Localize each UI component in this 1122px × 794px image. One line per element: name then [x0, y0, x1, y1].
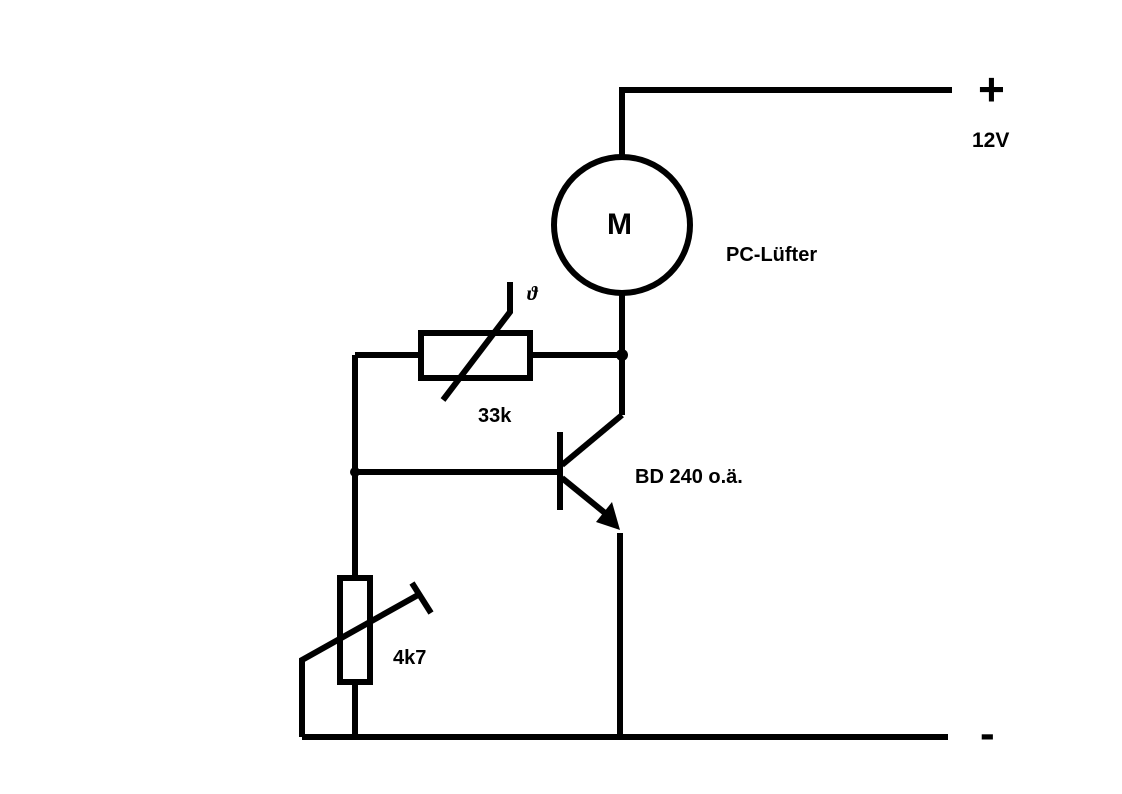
potentiometer-value-label: 4k7: [393, 647, 427, 669]
emitter-arrowhead: [596, 502, 620, 530]
junction-dot: [616, 349, 628, 361]
transistor-collector: [560, 412, 624, 468]
transistor-emitter: [560, 475, 607, 516]
plus-terminal-label: +: [978, 63, 1005, 115]
potentiometer-wiper-end: [409, 581, 434, 615]
thermistor-arrow: [440, 282, 513, 402]
motor-symbol-label: M: [607, 208, 632, 241]
motor-name-label: PC-Lüfter: [726, 244, 818, 266]
junction-dot: [350, 467, 360, 477]
thermistor-value-label: 33k: [478, 405, 512, 427]
minus-terminal-label: -: [980, 709, 995, 758]
transistor-name-label: BD 240 o.ä.: [635, 466, 743, 488]
potentiometer-wiper: [299, 592, 420, 737]
supply-voltage-label: 12V: [972, 129, 1010, 152]
thermistor-symbol-label: ϑ: [527, 283, 538, 305]
positive-rail-wire: [619, 87, 952, 158]
